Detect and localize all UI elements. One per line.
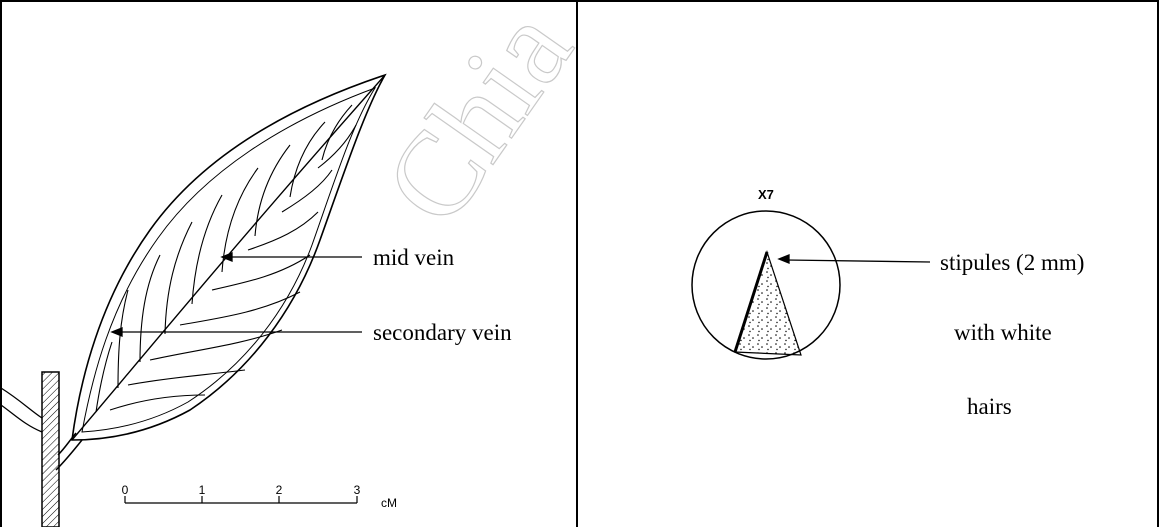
mid-vein xyxy=(71,74,386,441)
magnification-label: X7 xyxy=(758,187,774,202)
scale-tick-3: 3 xyxy=(354,483,361,497)
stipule-illustration xyxy=(691,210,841,360)
leaf-annotation-arrows xyxy=(110,252,362,337)
stem xyxy=(41,371,60,527)
label-with-white: with white xyxy=(954,320,1052,345)
scale-unit: cM xyxy=(381,496,397,510)
stipule xyxy=(734,250,802,356)
side-branch xyxy=(0,387,43,433)
label-secondary-vein: secondary vein xyxy=(373,320,512,345)
secondary-veins xyxy=(95,104,357,413)
leaf-inner-margin xyxy=(81,87,377,433)
leaf-illustration xyxy=(0,73,387,527)
stipule-annotation-arrow xyxy=(777,254,931,264)
magnification-circle xyxy=(691,210,841,360)
scale-tick-0: 0 xyxy=(122,483,129,497)
scale-tick-2: 2 xyxy=(276,483,283,497)
label-hairs: hairs xyxy=(967,394,1012,419)
svg-text:Chia: Chia xyxy=(358,0,597,247)
label-stipules: stipules (2 mm) xyxy=(940,250,1084,275)
leaf-outline xyxy=(71,73,387,441)
petiole xyxy=(55,432,83,471)
watermark: Chia xyxy=(357,0,597,248)
scale-bar: 0 1 2 3 cM xyxy=(122,483,397,510)
label-mid-vein: mid vein xyxy=(373,245,455,270)
scale-tick-1: 1 xyxy=(199,483,206,497)
